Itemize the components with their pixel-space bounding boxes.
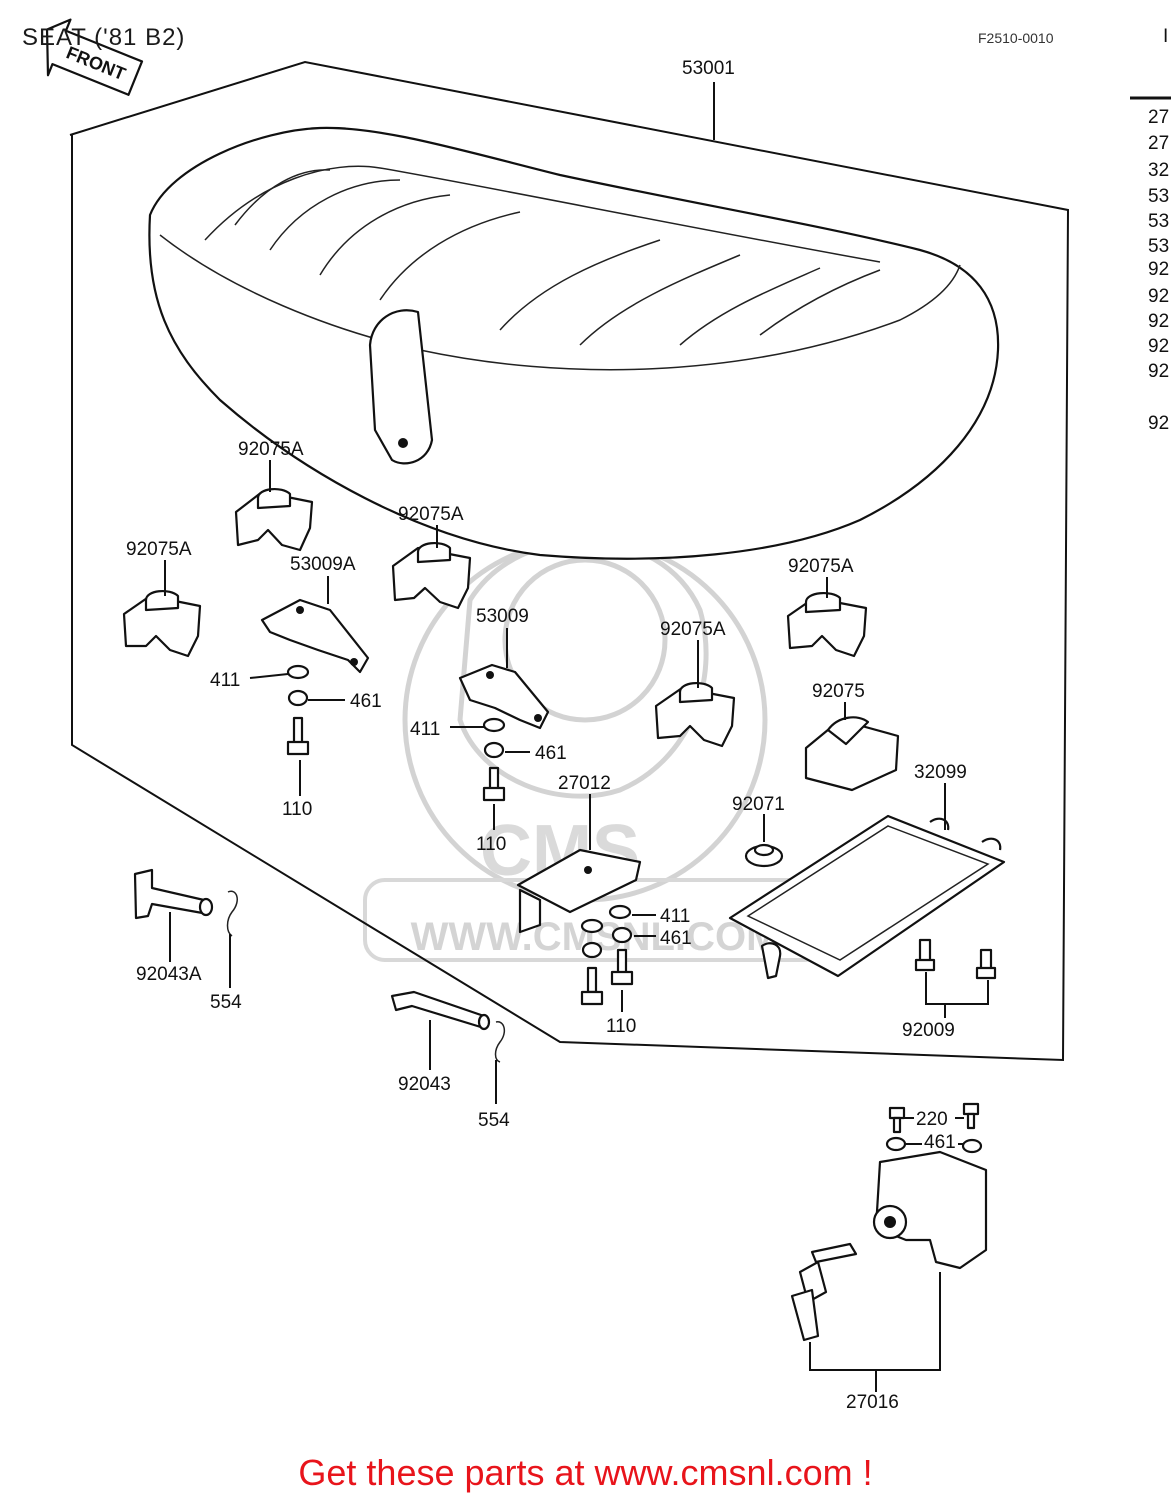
damper-rubber-4: [786, 592, 868, 658]
boundary-line: [69, 60, 1070, 1062]
label-92075A-5: 92075A: [660, 619, 726, 640]
side-item: 92: [1148, 413, 1169, 434]
label-92075A-1: 92075A: [238, 439, 304, 460]
label-110-3: 110: [606, 1016, 636, 1037]
label-220: 220: [916, 1109, 948, 1130]
label-411-2: 411: [410, 719, 440, 740]
side-item: 53: [1148, 236, 1169, 257]
label-92071: 92071: [732, 794, 785, 815]
label-92075: 92075: [812, 681, 865, 702]
footer-link[interactable]: Get these parts at www.cmsnl.com !: [298, 1452, 873, 1493]
side-item: 53: [1148, 211, 1169, 232]
figure-ref: F2510-0010: [978, 30, 1054, 46]
side-item: 92: [1148, 286, 1169, 307]
label-110-1: 110: [282, 799, 312, 820]
damper-rubber-plain: [804, 716, 900, 792]
side-item: 53: [1148, 186, 1169, 207]
side-item: 92: [1148, 259, 1169, 280]
damper-rubber-1: [234, 488, 314, 552]
seat-illustration: [148, 126, 1000, 560]
bracket-53009: [458, 663, 550, 730]
label-461-lock: 461: [924, 1132, 956, 1153]
side-item: 92: [1148, 336, 1169, 357]
label-461-3: 461: [660, 928, 692, 949]
label-92075A-4: 92075A: [788, 556, 854, 577]
hardware-stack-2: [482, 717, 506, 802]
page-title: SEAT ('81 B2): [22, 24, 186, 51]
label-92075A-2: 92075A: [398, 504, 464, 525]
side-header-mark: I: [1163, 26, 1168, 47]
damper-rubber-3: [122, 590, 202, 658]
label-411-1: 411: [210, 670, 240, 691]
damper-rubber-2: [391, 542, 472, 610]
label-92043A: 92043A: [136, 964, 202, 985]
side-parts-column: I 27 27 32 53 53 53 92 92 92 92 92 92: [1130, 26, 1171, 434]
plate-27012: [516, 848, 642, 934]
damper-rubber-5: [654, 682, 736, 748]
label-411-3: 411: [660, 906, 690, 927]
label-27016: 27016: [846, 1392, 899, 1413]
bracket-53009A: [260, 598, 370, 674]
pin-92043: [390, 990, 491, 1031]
screws-92009: [914, 938, 997, 980]
side-item: 27: [1148, 107, 1169, 128]
label-53001: 53001: [682, 58, 735, 79]
label-92009: 92009: [902, 1020, 955, 1041]
label-554-a: 554: [210, 992, 242, 1013]
side-item: 92: [1148, 361, 1169, 382]
pin-92043A: [133, 868, 214, 920]
callout-labels: 53001 92075A 92075A 92075A 92075A 92075A…: [126, 58, 967, 1413]
tray-32099: [728, 814, 1006, 980]
label-110-2: 110: [476, 834, 506, 855]
label-27012: 27012: [558, 773, 611, 794]
side-item: 27: [1148, 133, 1169, 154]
label-92043: 92043: [398, 1074, 451, 1095]
label-92075A-3: 92075A: [126, 539, 192, 560]
label-32099: 32099: [914, 762, 967, 783]
label-53009: 53009: [476, 606, 529, 627]
hardware-stack-3: [580, 904, 634, 1006]
clip-554-a: [226, 890, 238, 937]
label-461-2: 461: [535, 743, 567, 764]
seat-lock-27016: [790, 1102, 988, 1342]
label-53009A: 53009A: [290, 554, 356, 575]
side-item: 32: [1148, 160, 1169, 181]
leader-lines: [164, 82, 989, 1392]
label-461-1: 461: [350, 691, 382, 712]
label-554-b: 554: [478, 1110, 510, 1131]
hardware-stack-1: [286, 664, 310, 756]
side-item: 92: [1148, 311, 1169, 332]
clip-554-b: [494, 1021, 506, 1063]
grommet-92071: [744, 843, 784, 868]
